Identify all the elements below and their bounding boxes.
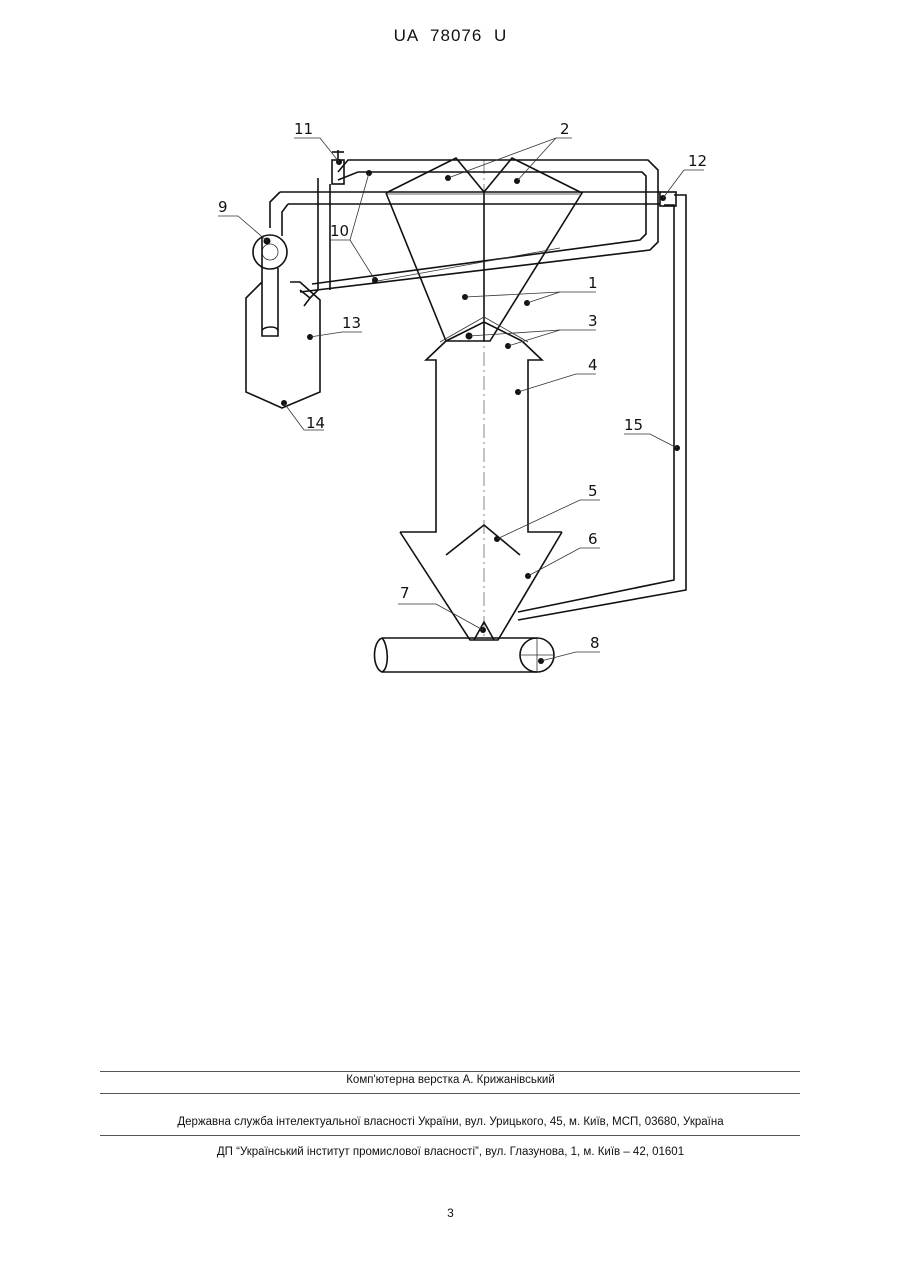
ref-label-10: 10 (330, 222, 349, 240)
institute-address: ДП “Український інститут промислової вла… (0, 1146, 901, 1158)
ref-label-8: 8 (590, 634, 600, 652)
shaft-right-wall (522, 341, 562, 532)
ref-label-4: 4 (588, 356, 598, 374)
layout-credit: Комп'ютерна верстка А. Крижанівський (0, 1074, 901, 1086)
ref-label-15: 15 (624, 416, 643, 434)
conveyor-left-roll (375, 638, 388, 672)
agency-address: Державна служба інтелектуальної власност… (0, 1116, 901, 1128)
ref-label-14: 14 (306, 414, 325, 432)
footer-rule-3 (100, 1135, 800, 1136)
cyclone-13 (246, 282, 320, 408)
footer-rule-1 (100, 1071, 800, 1072)
page-number: 3 (0, 1206, 901, 1220)
ref-label-12: 12 (688, 152, 707, 170)
fan-outlet-pipe (262, 236, 278, 336)
return-pipe-inner (518, 205, 674, 612)
ref-label-3: 3 (588, 312, 598, 330)
footer-rule-2 (100, 1093, 800, 1094)
lower-cone (400, 532, 562, 640)
ref-label-13: 13 (342, 314, 361, 332)
ref-label-9: 9 (218, 198, 228, 216)
upper-pipe-inner (312, 172, 646, 284)
technical-drawing: 2 12 11 9 10 1 3 4 13 14 15 5 6 7 8 (0, 0, 901, 700)
ref-label-11: 11 (294, 120, 313, 138)
return-pipe-outer (518, 195, 686, 620)
ref-label-6: 6 (588, 530, 598, 548)
ref-label-2: 2 (560, 120, 570, 138)
shaft-left-wall (400, 341, 446, 532)
deflector-cone (446, 525, 520, 555)
down-pipe-left (310, 178, 318, 298)
ref-label-1: 1 (588, 274, 598, 292)
ref-label-7: 7 (400, 584, 410, 602)
ref-label-5: 5 (588, 482, 598, 500)
